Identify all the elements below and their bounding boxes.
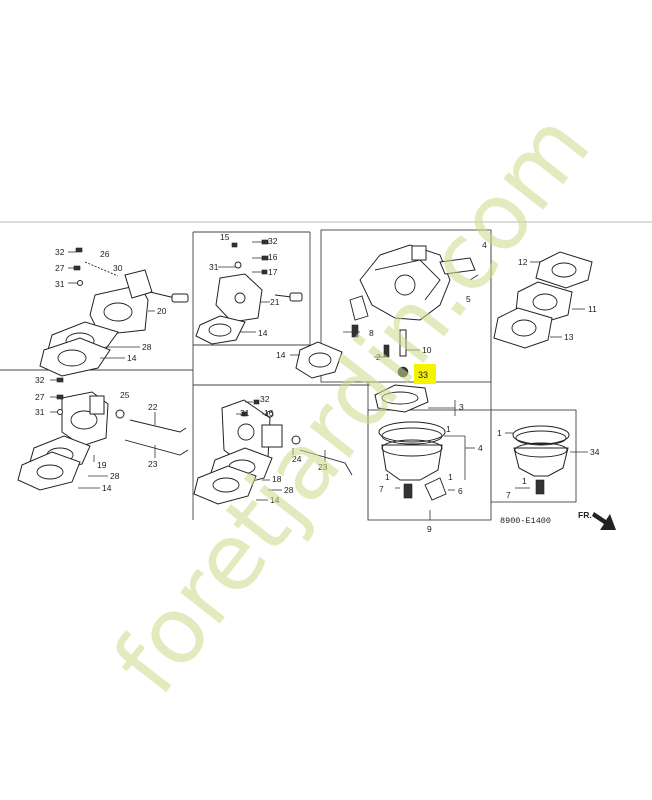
callout-32: 32	[55, 247, 65, 257]
callout-2: 2	[376, 352, 381, 362]
group-lower-middle: 32 31 16 24 23 18 28 14	[193, 394, 353, 505]
section-frames	[0, 229, 577, 521]
callout-1c: 1	[448, 472, 453, 482]
callout-19: 19	[97, 460, 107, 470]
callout-31d: 31	[240, 408, 250, 418]
callout-25: 25	[120, 390, 130, 400]
callout-23: 23	[148, 459, 158, 469]
group-carburetor: 4 5 8 14 10 2 33 3 1 4 1 7 1 6 9	[276, 240, 487, 534]
callout-9: 9	[427, 524, 432, 534]
callout-1b: 1	[385, 472, 390, 482]
callout-32d: 32	[260, 394, 270, 404]
callout-23b: 23	[318, 462, 328, 472]
diagram-code: 8900-E1400	[500, 516, 551, 526]
callout-18: 18	[272, 474, 282, 484]
callout-14: 14	[127, 353, 137, 363]
callout-3: 3	[459, 402, 464, 412]
callout-14b: 14	[258, 328, 268, 338]
callout-1d: 1	[497, 428, 502, 438]
callout-15: 15	[220, 232, 230, 242]
callout-5: 5	[466, 294, 471, 304]
callout-34: 34	[590, 447, 600, 457]
callout-4: 4	[482, 240, 487, 250]
callout-16b: 16	[264, 408, 274, 418]
callout-1e: 1	[522, 476, 527, 486]
callout-14e: 14	[270, 495, 280, 505]
callout-27: 27	[55, 263, 65, 273]
group-bowl-34: 1 34 7 1	[497, 425, 600, 500]
callout-4b: 4	[478, 443, 483, 453]
callout-17: 17	[268, 267, 278, 277]
front-label: FR.	[578, 510, 592, 520]
callout-6: 6	[458, 486, 463, 496]
group-upper-left: 32 26 27 30 31 20 28 14	[39, 247, 189, 377]
watermark: foretjardin.com	[93, 93, 610, 713]
callout-1a: 1	[446, 424, 451, 434]
callout-21: 21	[270, 297, 280, 307]
callout-8: 8	[369, 328, 374, 338]
callout-22: 22	[148, 402, 158, 412]
callout-28: 28	[142, 342, 152, 352]
callout-33-highlighted: 33	[418, 370, 428, 380]
front-arrow-icon	[592, 512, 616, 530]
callout-10: 10	[422, 345, 432, 355]
callout-14c: 14	[276, 350, 286, 360]
callout-7b: 7	[506, 490, 511, 500]
group-top-middle: 15 32 16 31 17 21 14	[195, 232, 303, 345]
callout-32c: 32	[35, 375, 45, 385]
callout-31: 31	[55, 279, 65, 289]
callout-12: 12	[518, 257, 528, 267]
callout-24: 24	[292, 454, 302, 464]
highlight-box	[414, 364, 436, 384]
callout-31c: 31	[35, 407, 45, 417]
callout-31b: 31	[209, 262, 219, 272]
group-lower-left: 32 27 31 25 22 19 23 28 14	[17, 375, 189, 493]
callout-13: 13	[564, 332, 574, 342]
callout-16: 16	[268, 252, 278, 262]
callout-28b: 28	[110, 471, 120, 481]
callout-27b: 27	[35, 392, 45, 402]
callout-20: 20	[157, 306, 167, 316]
callout-7: 7	[379, 484, 384, 494]
callout-32b: 32	[268, 236, 278, 246]
callout-26: 26	[100, 249, 110, 259]
callout-30: 30	[113, 263, 123, 273]
callout-14d: 14	[102, 483, 112, 493]
callout-28c: 28	[284, 485, 294, 495]
callout-11: 11	[588, 304, 597, 314]
group-right-gaskets: 12 11 13	[493, 251, 597, 349]
